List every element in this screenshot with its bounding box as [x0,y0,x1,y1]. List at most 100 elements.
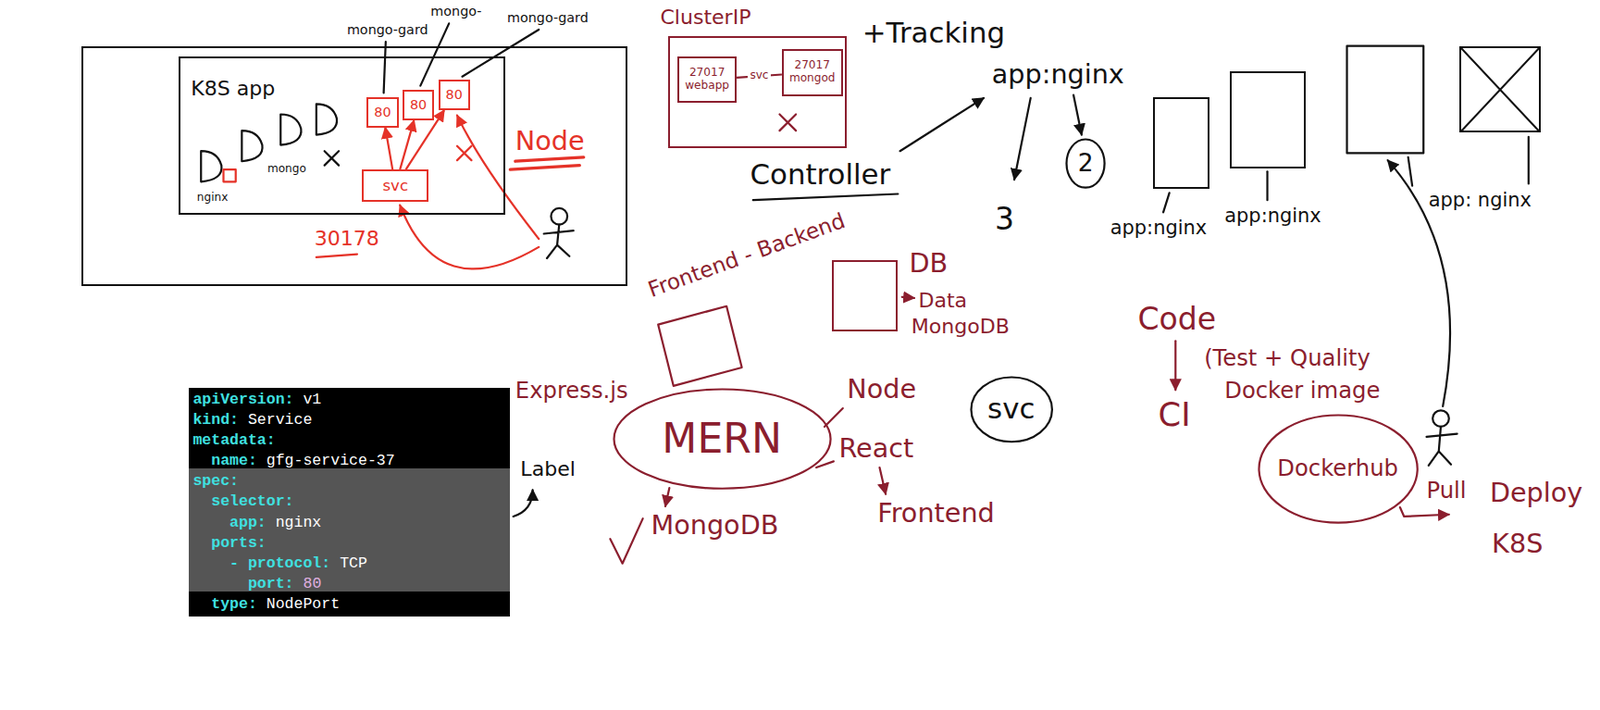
pod-box: 80 [438,79,471,111]
pod-label: mongod [789,72,836,86]
cross-out-mark [1461,48,1539,132]
yaml-key: - protocol: [229,553,331,574]
sketch-label: Pull [1426,477,1467,504]
pod-label: app:nginx [1110,216,1208,239]
service-label: svc [383,176,410,195]
leader-line [384,41,386,93]
sketch-label: (Test + Quality [1203,345,1371,372]
deleted-pod-box: app: nginx [1459,46,1541,134]
sketch-label: Frontend - Backend [644,208,849,303]
yaml-key: apiVersion: [192,389,294,410]
yaml-code-block: apiVersion:v1kind:Servicemetadata:name:g… [188,387,510,617]
underline [316,254,358,258]
code-line: selector: [188,491,510,512]
sketch-label: Data [917,288,968,312]
port-number: 80 [409,97,427,112]
pod-box: 80 [402,89,435,121]
ellipse-outline [613,389,831,489]
flow-arrow [1400,507,1450,517]
clusterip-title: ClusterIP [659,5,751,29]
yaml-value: 80 [302,573,322,595]
pod-box: app:nginx [1229,71,1307,169]
yaml-key: app: [229,512,267,534]
flow-arrow [1014,98,1031,180]
sketch-label: K8S [1491,528,1543,559]
clusterip-box: ClusterIP27017webapp27017mongod [668,36,847,149]
yaml-value: NodePort [266,594,340,615]
service-circle: svc [969,375,1054,444]
check-mark [609,518,643,564]
code-line: type: NodePort [188,594,510,615]
sketch-label: mongo- [430,3,482,19]
stack-name: MERN [661,415,782,463]
service-label: svc [987,392,1035,426]
pod-shape [280,114,301,146]
pod-shape [316,103,337,135]
sketch-label: mongo-gard [507,10,589,25]
container-square [223,169,236,182]
pod-box: app:nginx [1153,97,1210,189]
registry-name: Dockerhub [1277,455,1399,482]
pod-label: webapp [684,79,730,93]
ellipse-outline [1258,414,1417,522]
pod-box [1347,46,1425,154]
sketch-label: React [838,433,914,464]
sketch-label: 3 [994,201,1015,237]
connector-arrow [384,127,393,170]
pod-box: 27017mongod [781,49,844,97]
sketch-label: Deploy [1489,477,1583,509]
sketch-label: mongo-gard [347,22,429,38]
yaml-key: selector: [210,491,294,512]
port-number: 80 [446,86,463,102]
sketch-label: app:nginx [992,59,1125,90]
flow-arrow [880,467,887,495]
sketch-label: Label [520,457,575,481]
code-line: - protocol:TCP [188,553,510,574]
yaml-key: name: [210,450,258,472]
db-box: DB [831,260,899,332]
stack-ellipse: MERN [612,387,832,490]
sketch-label: Express.js [515,377,629,404]
pod-label: app:nginx [1224,204,1322,227]
flow-arrow [513,489,534,517]
code-line: spec: [188,471,510,492]
sketch-label: Frontend [877,497,994,529]
ellipse-outline [970,376,1052,442]
ellipse-outline [1066,138,1105,187]
underline [509,157,583,170]
flow-arrow [900,98,984,151]
db-label: DB [908,248,948,279]
code-line: ports: [188,533,510,554]
yaml-key: metadata: [192,430,275,451]
yaml-value: gfg-service-37 [266,450,396,472]
leader-line [1408,157,1413,187]
sketch-label: Controller [749,158,891,192]
pod-box: 27017webapp [677,56,737,104]
registry-ellipse: Dockerhub [1257,413,1419,524]
code-line: apiVersion: v1 [188,389,510,410]
frontend-box [657,306,742,386]
sketch-label: mongo [267,162,307,176]
sketch-label: nginx [197,191,229,205]
app-box: K8S app808080svc [178,56,506,215]
yaml-key: type: [210,594,258,615]
cross-mark [324,150,339,165]
leader-line [1163,192,1170,212]
leader-line [1265,171,1268,200]
yaml-value: v1 [302,389,322,410]
pod-box: 80 [366,97,398,128]
cluster-node-box: NodeK8S app808080svc [81,46,628,286]
flow-arrow [665,487,670,507]
sketch-label: +Tracking [862,16,1005,50]
count-number: 2 [1078,148,1094,177]
code-line: app:nginx [188,512,510,534]
leader-line [1527,136,1530,185]
sketch-label: MongoDB [911,314,1010,338]
underline [753,194,899,201]
flow-arrow [1073,95,1082,136]
leader-line [462,29,540,77]
sketch-label: Docker image [1224,377,1380,404]
yaml-key: kind: [192,409,239,431]
